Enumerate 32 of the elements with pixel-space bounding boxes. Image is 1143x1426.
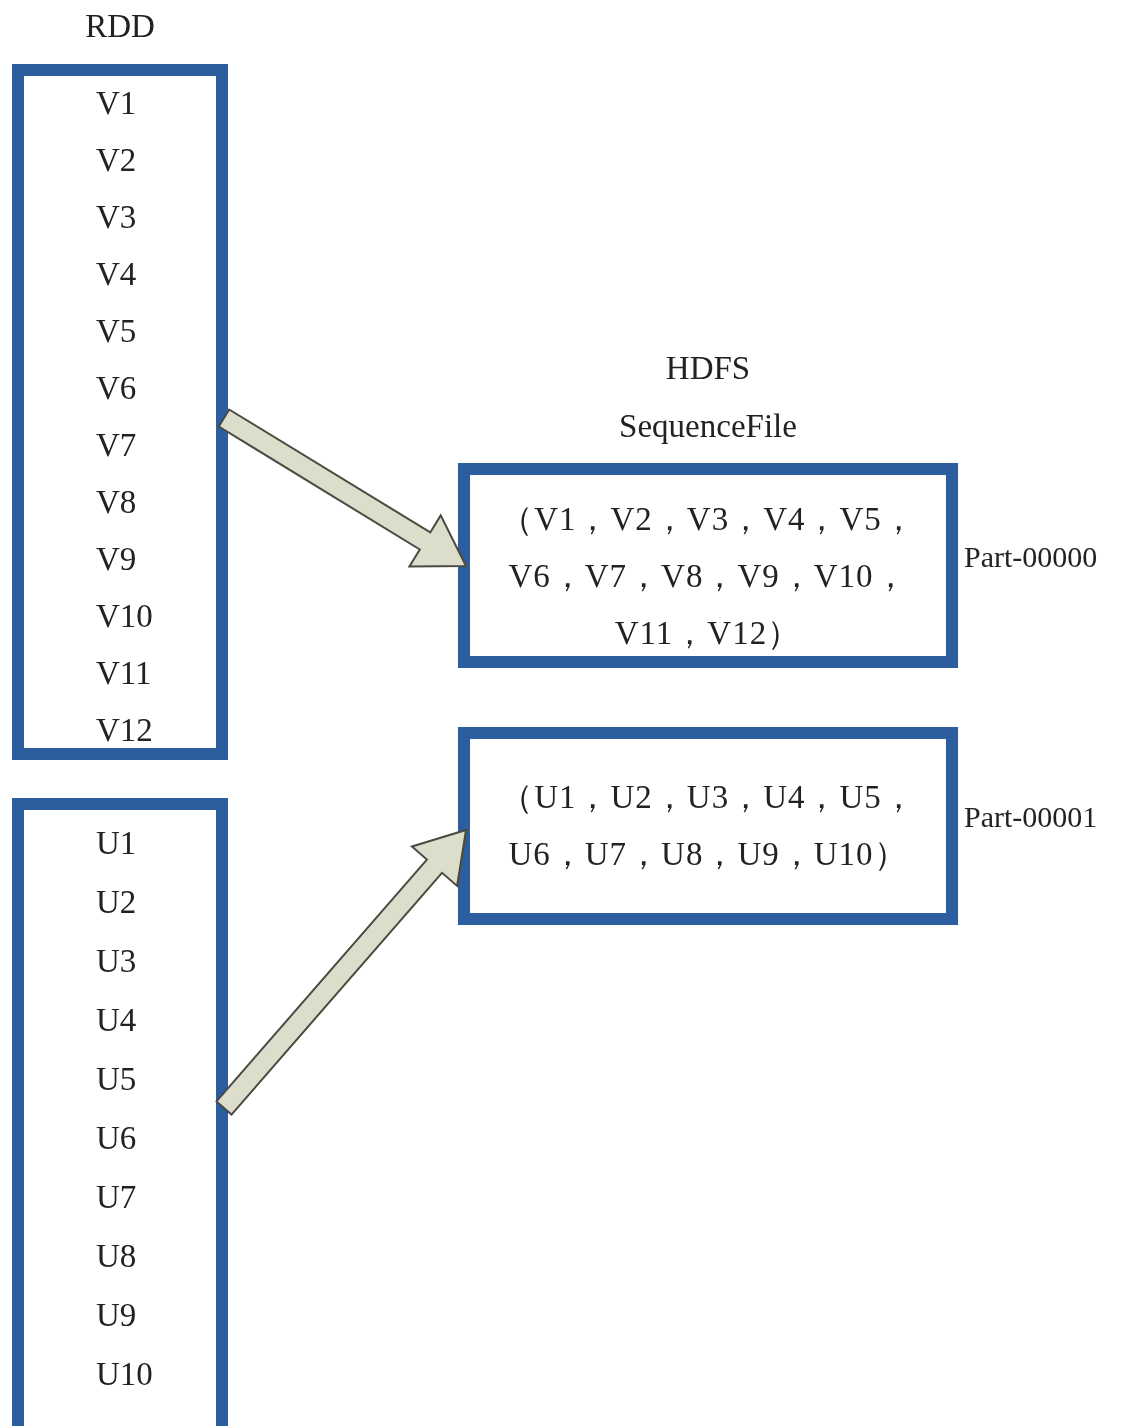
partition-label: Part-00001 bbox=[964, 800, 1098, 834]
file-content: （V1，V2，V3，V4，V5，V6，V7，V8，V9，V10，V11，V12） bbox=[499, 500, 917, 653]
box-heading: SequenceFile bbox=[618, 408, 798, 445]
list-item: U6 bbox=[96, 1120, 137, 1157]
list-item: V8 bbox=[96, 484, 137, 521]
list-item: V1 bbox=[96, 85, 137, 122]
list-item: V7 bbox=[96, 427, 137, 464]
list-box bbox=[12, 798, 228, 1426]
list-item: V3 bbox=[96, 199, 137, 236]
list-item: V11 bbox=[96, 655, 152, 692]
partition-label: Part-00000 bbox=[964, 539, 1098, 574]
list-item: U2 bbox=[96, 884, 137, 921]
list-item: V9 bbox=[96, 541, 137, 578]
list-item: V2 bbox=[96, 142, 137, 179]
list-item: U10 bbox=[96, 1356, 153, 1393]
list-item: U9 bbox=[96, 1297, 137, 1334]
list-item: U8 bbox=[96, 1238, 137, 1275]
list-item: U4 bbox=[96, 1002, 137, 1039]
block-arrow bbox=[217, 408, 468, 568]
box-heading: RDD bbox=[84, 8, 156, 45]
list-item: V10 bbox=[96, 598, 153, 635]
file-content: （U1，U2，U3，U4，U5，U6，U7，U8，U9，U10） bbox=[499, 778, 917, 874]
list-item: V5 bbox=[96, 313, 137, 350]
list-item: V12 bbox=[96, 712, 153, 749]
list-item: V4 bbox=[96, 256, 137, 293]
list-item: V6 bbox=[96, 370, 137, 407]
list-item: U3 bbox=[96, 943, 137, 980]
block-arrow bbox=[215, 828, 468, 1116]
list-item: U1 bbox=[96, 825, 137, 862]
list-item: U5 bbox=[96, 1061, 137, 1098]
list-item: U7 bbox=[96, 1179, 137, 1216]
box-heading: HDFS bbox=[664, 350, 752, 387]
